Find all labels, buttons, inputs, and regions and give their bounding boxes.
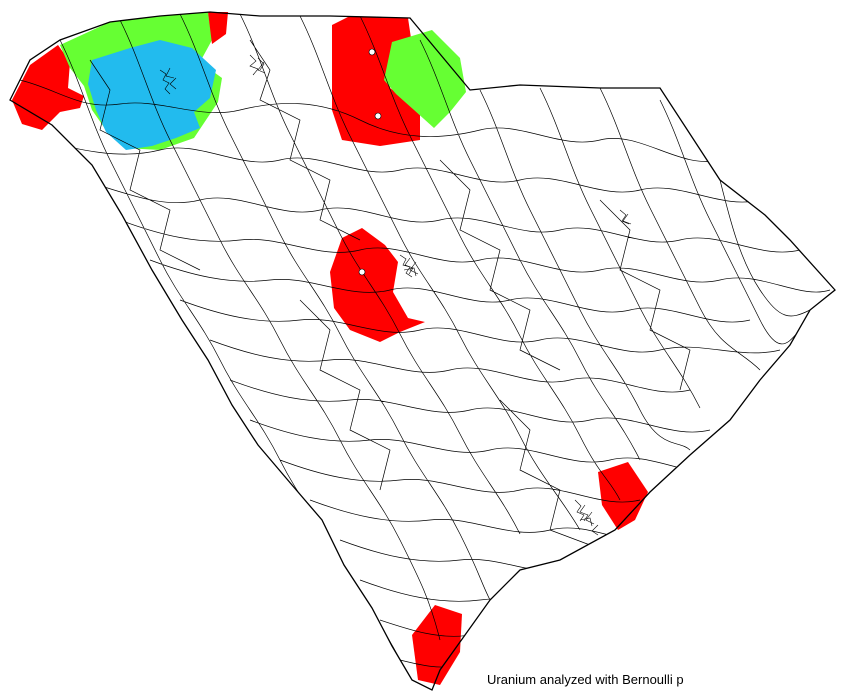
region-beaufort [412, 605, 462, 685]
region-northern-border [208, 12, 228, 44]
region-upstate-blue [88, 40, 216, 150]
region-far-northwest [12, 45, 84, 130]
town-marker [368, 48, 376, 56]
cluster-columbia [399, 254, 419, 278]
district-boundary-lines [19, 13, 831, 668]
map-caption: Uranium analyzed with Bernoulli p [487, 672, 684, 687]
town-marker [358, 268, 366, 276]
region-charleston [598, 462, 648, 530]
state-outline [9, 11, 836, 691]
cluster-greenville [159, 67, 177, 95]
town-marker [374, 112, 382, 120]
region-midlands [330, 228, 425, 342]
district-boundaries [19, 13, 831, 668]
cluster-florence [619, 209, 632, 225]
cluster-charleston [574, 499, 599, 536]
cluster-spartanburg [249, 54, 266, 76]
urban-clusters [159, 54, 632, 536]
region-north-central-green [384, 30, 466, 128]
colored-districts [12, 12, 648, 685]
town-markers [358, 48, 382, 276]
